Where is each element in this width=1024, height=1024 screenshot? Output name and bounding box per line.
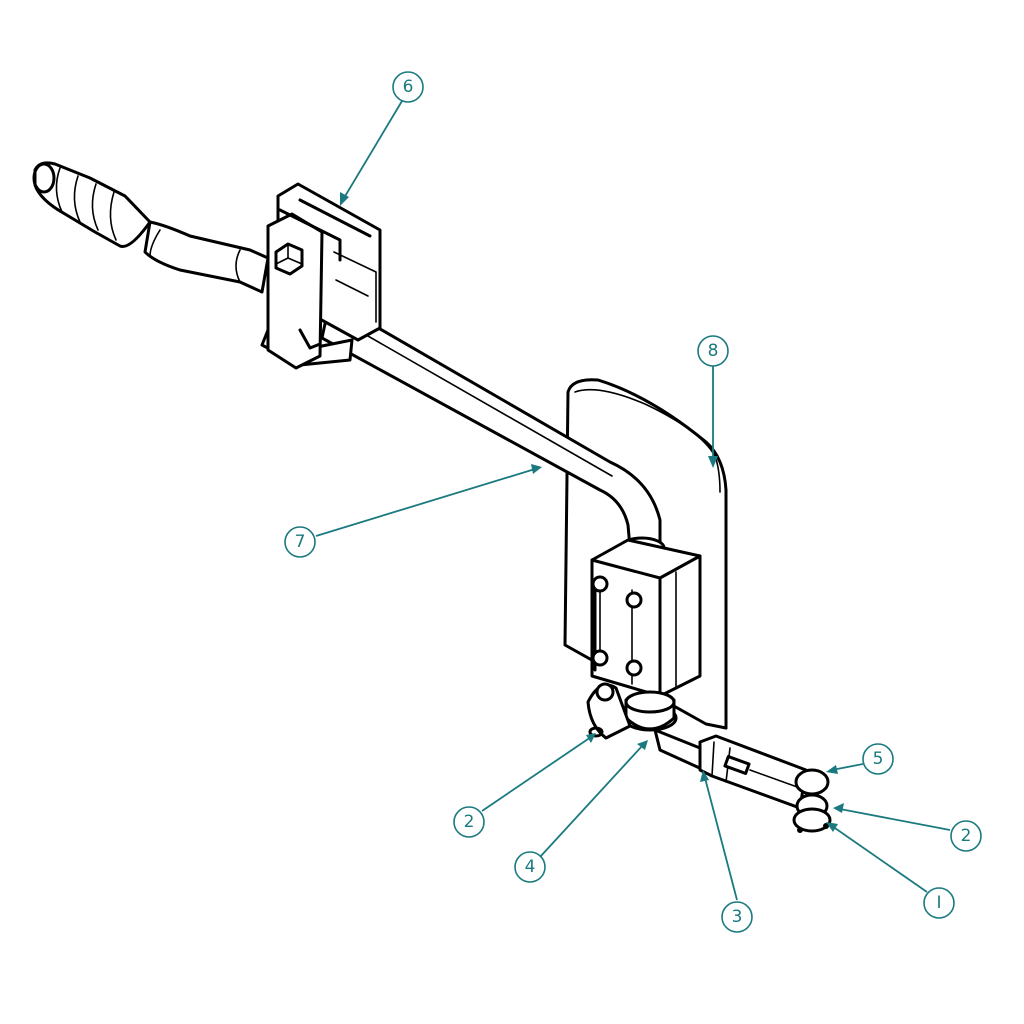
balloon-5-label: 5 [873,749,884,769]
tie-rod [653,728,832,833]
balloon-2-left: 2 [453,806,485,838]
balloon-4-label: 4 [525,857,536,877]
balloon-8-label: 8 [708,341,719,361]
balloon-5: 5 [862,743,894,775]
balloon-3-label: 3 [732,907,743,927]
balloon-2-left-label: 2 [464,812,475,832]
balloon-6: 6 [392,71,424,103]
balloon-6-label: 6 [403,77,414,97]
balloon-7: 7 [284,526,316,558]
balloon-1-label: I [936,893,941,913]
arm-tube [32,161,662,550]
balloon-2-right: 2 [950,820,982,852]
leader-lines [315,100,951,901]
clamp-bracket [260,182,382,370]
balloon-7-label: 7 [295,532,306,552]
hinge-block [586,536,702,740]
balloon-1: I [923,887,955,919]
balloon-8: 8 [697,335,729,367]
balloon-4: 4 [514,851,546,883]
balloon-2-right-label: 2 [961,826,972,846]
balloon-3: 3 [721,901,753,933]
